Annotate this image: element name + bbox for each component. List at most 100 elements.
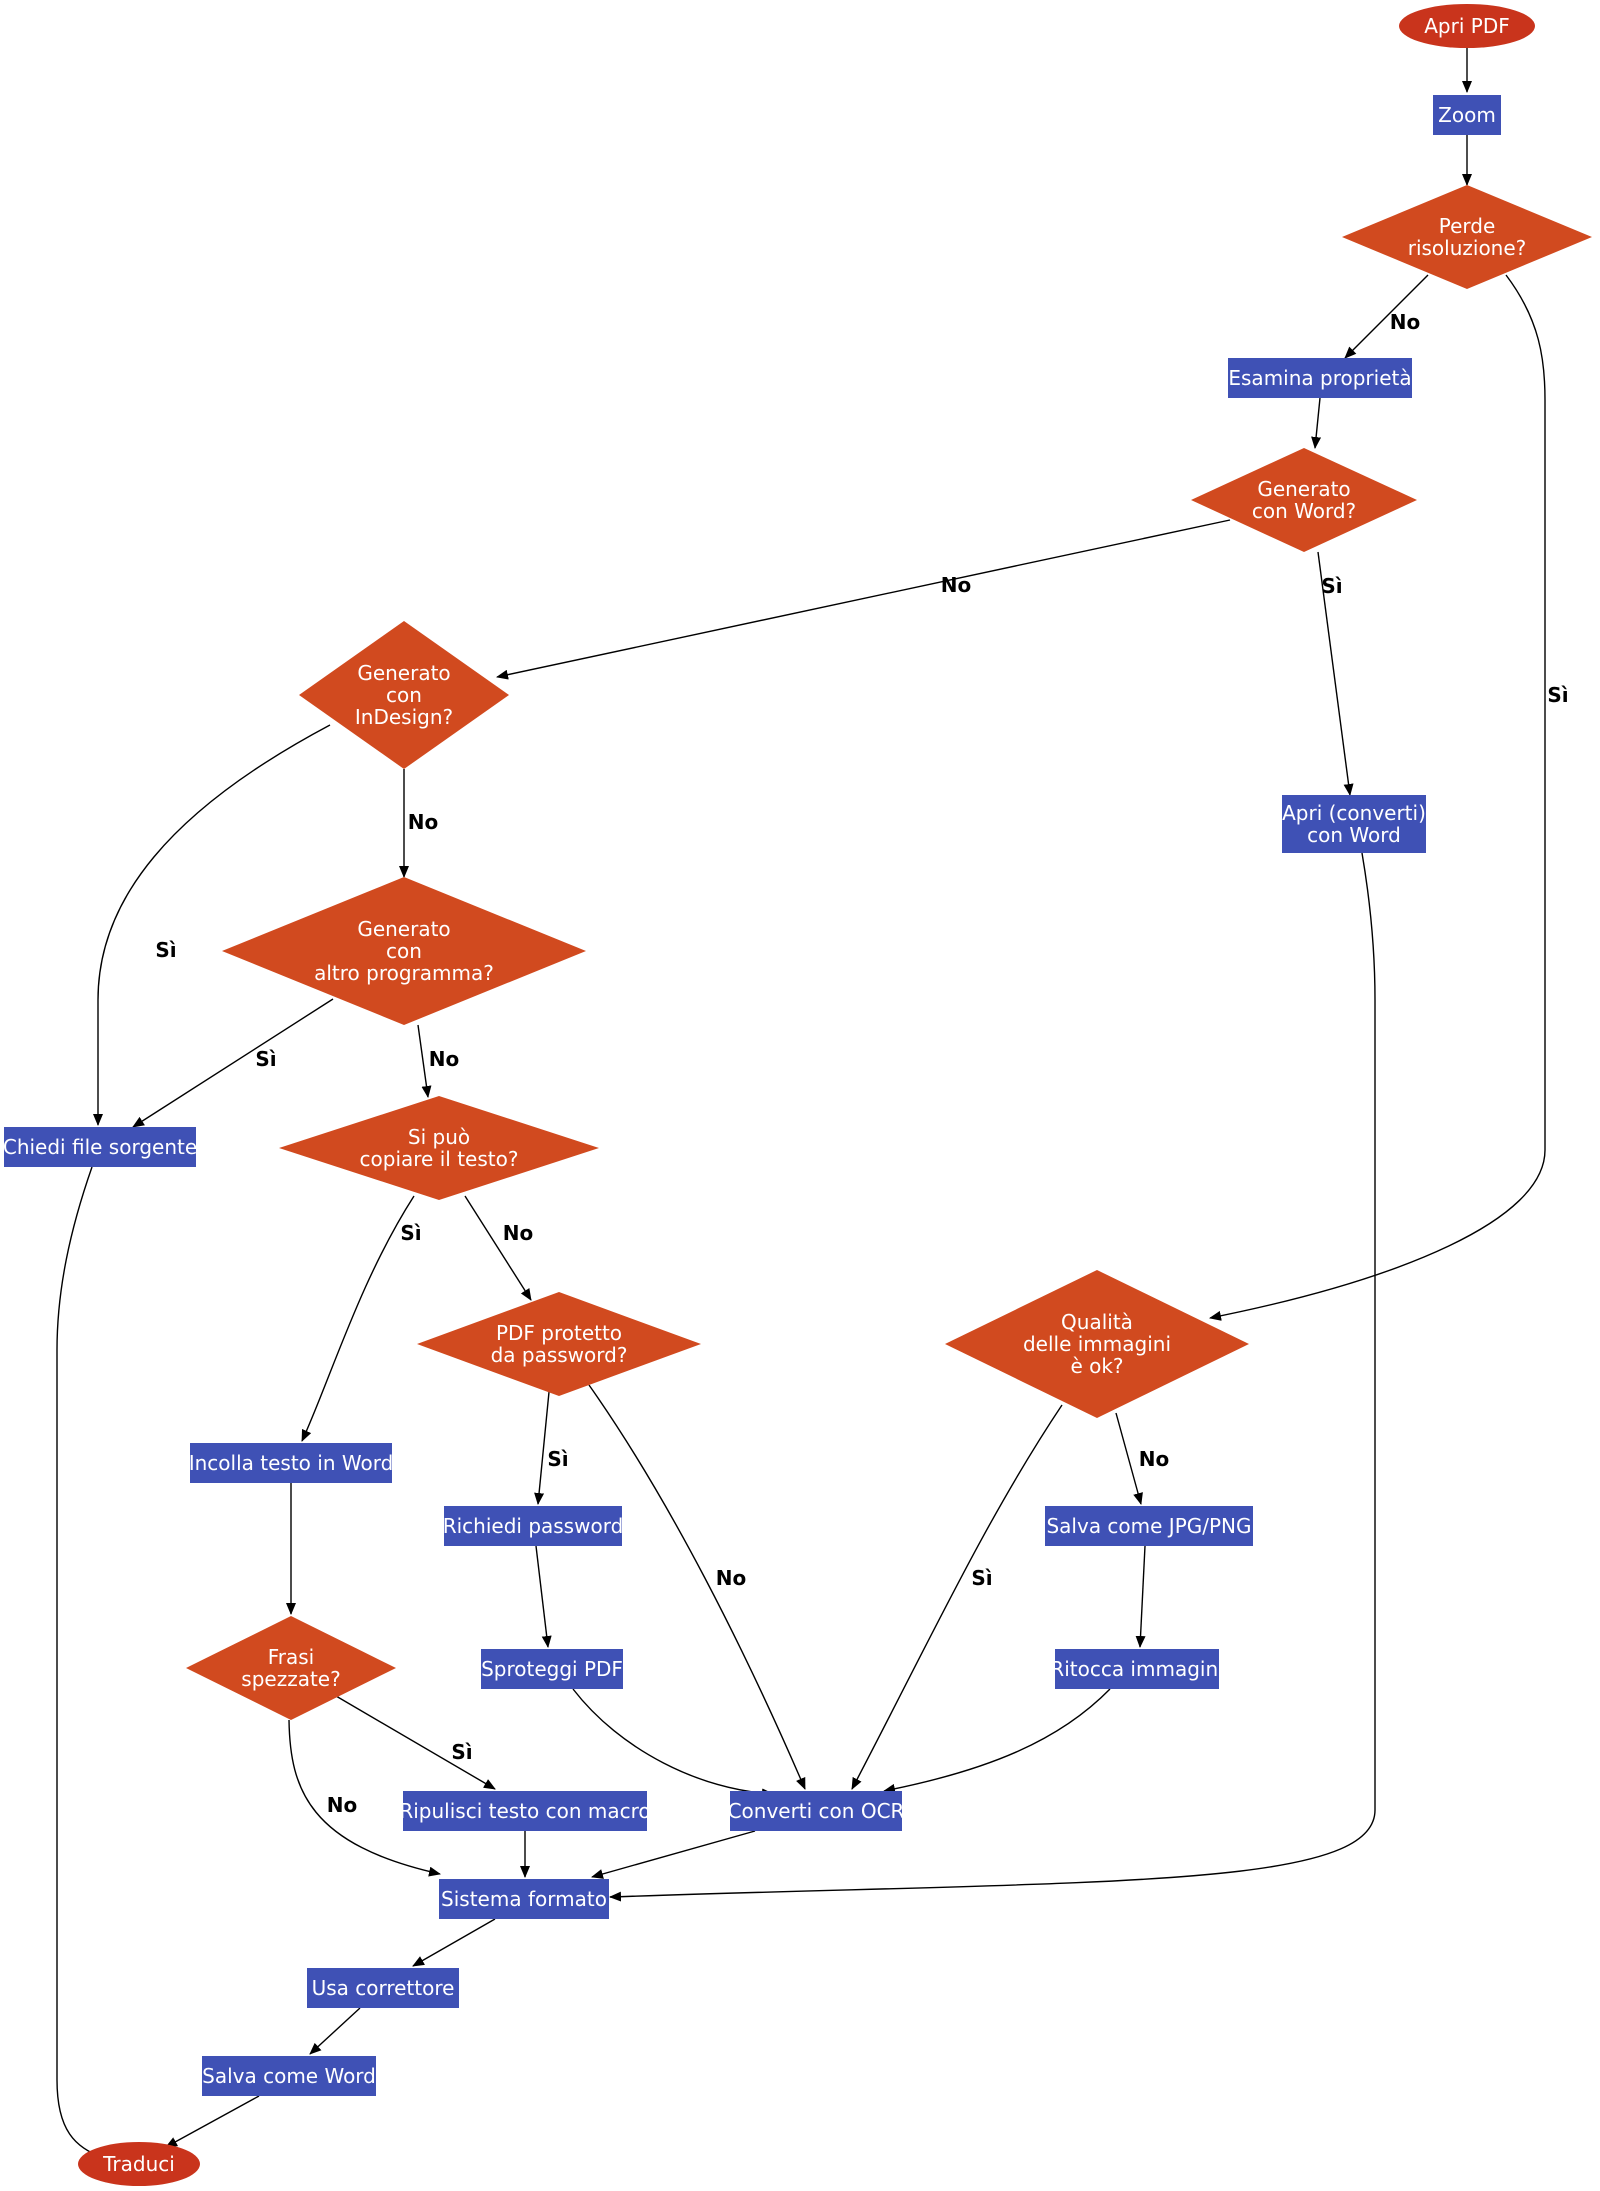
edge-label-generato-word-to-apri-con-word: Sì xyxy=(1321,574,1342,598)
node-incolla-testo-shape xyxy=(190,1443,392,1483)
edge-label-si-puo-copiare-to-pdf-protetto: No xyxy=(503,1221,533,1245)
node-converti-ocr: Converti con OCR xyxy=(728,1791,905,1831)
node-esamina-proprieta-label: Esamina proprietà xyxy=(1228,366,1411,390)
node-salva-jpg-png-label: Salva come JPG/PNG xyxy=(1046,1514,1251,1538)
node-si-puo-copiare-label: copiare il testo? xyxy=(360,1147,519,1171)
node-chiedi-file-sorgente: Chiedi file sorgente xyxy=(3,1127,197,1167)
node-qualita-immagini-label: è ok? xyxy=(1070,1354,1123,1378)
node-ripulisci-testo-shape xyxy=(403,1791,647,1831)
edge-perde-risoluzione-to-esamina-proprieta xyxy=(1344,274,1429,359)
edges xyxy=(56,48,1546,2160)
node-generato-indesign-shape xyxy=(299,621,509,769)
node-generato-altro-label: con xyxy=(386,939,422,963)
node-chiedi-file-sorgente-label: Chiedi file sorgente xyxy=(3,1135,197,1159)
edge-label-generato-indesign-to-generato-altro: No xyxy=(408,810,438,834)
edge-salva-jpg-png-to-ritocca-immagini xyxy=(1135,1545,1146,1648)
node-incolla-testo-label: Incolla testo in Word xyxy=(189,1451,394,1475)
node-salva-jpg-png: Salva come JPG/PNG xyxy=(1045,1506,1253,1546)
edge-si-puo-copiare-to-incolla-testo xyxy=(301,1195,415,1442)
node-generato-altro-label: altro programma? xyxy=(314,961,494,985)
node-sistema-formato-label: Sistema formato xyxy=(441,1887,607,1911)
node-traduci-shape xyxy=(78,2142,200,2186)
edge-label-perde-risoluzione-to-esamina-proprieta: No xyxy=(1390,310,1420,334)
node-ritocca-immagini-shape xyxy=(1055,1649,1219,1689)
node-sproteggi-pdf-shape xyxy=(481,1649,623,1689)
edge-ritocca-immagini-to-converti-ocr xyxy=(883,1688,1111,1794)
node-pdf-protetto-label: PDF protetto xyxy=(496,1321,622,1345)
node-pdf-protetto-shape xyxy=(417,1292,701,1396)
node-generato-word-shape xyxy=(1191,448,1417,552)
node-salva-word-shape xyxy=(202,2056,376,2096)
node-generato-altro-shape xyxy=(222,877,586,1025)
node-esamina-proprieta: Esamina proprietà xyxy=(1228,358,1412,398)
node-qualita-immagini-label: Qualità xyxy=(1061,1310,1133,1334)
edge-esamina-proprieta-to-generato-word xyxy=(1311,397,1322,449)
edge-label-generato-word-to-generato-indesign: No xyxy=(941,573,971,597)
node-generato-word-label: con Word? xyxy=(1252,499,1356,523)
node-qualita-immagini-label: delle immagini xyxy=(1023,1332,1171,1356)
node-ripulisci-testo-label: Ripulisci testo con macro xyxy=(399,1799,650,1823)
edge-perde-risoluzione-to-qualita-immagini xyxy=(1209,274,1546,1321)
node-apri-con-word-shape xyxy=(1282,795,1426,853)
edge-label-frasi-spezzate-to-sistema-formato: No xyxy=(327,1793,357,1817)
node-perde-risoluzione-label: risoluzione? xyxy=(1408,236,1527,260)
node-salva-jpg-png-shape xyxy=(1045,1506,1253,1546)
edge-generato-indesign-to-chiedi-file-sorgente xyxy=(93,724,331,1126)
node-converti-ocr-shape xyxy=(730,1791,902,1831)
node-incolla-testo: Incolla testo in Word xyxy=(189,1443,394,1483)
edge-label-generato-indesign-to-chiedi-file-sorgente: Sì xyxy=(155,938,176,962)
node-apri-pdf-shape xyxy=(1399,4,1535,48)
edge-label-pdf-protetto-to-converti-ocr: No xyxy=(716,1566,746,1590)
node-apri-con-word-label: Apri (converti) xyxy=(1282,801,1426,825)
edge-label-generato-altro-to-si-puo-copiare: No xyxy=(429,1047,459,1071)
node-apri-pdf-label: Apri PDF xyxy=(1424,14,1509,38)
edge-salva-word-to-traduci xyxy=(165,2095,260,2148)
node-generato-indesign-label: con xyxy=(386,683,422,707)
node-zoom-shape xyxy=(1433,95,1501,135)
node-si-puo-copiare-shape xyxy=(279,1096,599,1200)
edge-chiedi-file-sorgente-to-traduci xyxy=(56,1166,105,2160)
edge-usa-correttore-to-salva-word xyxy=(309,2007,361,2055)
node-perde-risoluzione-shape xyxy=(1342,185,1592,289)
node-esamina-proprieta-shape xyxy=(1228,358,1412,398)
edge-generato-word-to-apri-con-word xyxy=(1317,551,1354,796)
node-ritocca-immagini-label: Ritocca immagini xyxy=(1050,1657,1223,1681)
node-generato-word-label: Generato xyxy=(1257,477,1350,501)
node-richiedi-password-label: Richiedi password xyxy=(443,1514,624,1538)
node-traduci-label: Traduci xyxy=(102,2152,175,2176)
edge-label-qualita-immagini-to-converti-ocr: Sì xyxy=(971,1566,992,1590)
edge-label-perde-risoluzione-to-qualita-immagini: Sì xyxy=(1547,683,1568,707)
edge-qualita-immagini-to-salva-jpg-png xyxy=(1115,1412,1143,1505)
node-converti-ocr-label: Converti con OCR xyxy=(728,1799,905,1823)
edge-label-frasi-spezzate-to-ripulisci-testo: Sì xyxy=(451,1740,472,1764)
node-frasi-spezzate-shape xyxy=(186,1616,396,1720)
node-si-puo-copiare-label: Si può xyxy=(408,1125,470,1149)
node-sistema-formato-shape xyxy=(439,1879,609,1919)
edge-label-si-puo-copiare-to-incolla-testo: Sì xyxy=(400,1221,421,1245)
node-richiedi-password: Richiedi password xyxy=(443,1506,624,1546)
node-usa-correttore: Usa correttore xyxy=(307,1968,459,2008)
node-usa-correttore-label: Usa correttore xyxy=(312,1976,455,2000)
edge-converti-ocr-to-sistema-formato xyxy=(591,1830,756,1879)
node-usa-correttore-shape xyxy=(307,1968,459,2008)
edge-label-pdf-protetto-to-richiedi-password: Sì xyxy=(547,1447,568,1471)
edge-si-puo-copiare-to-pdf-protetto xyxy=(464,1195,532,1301)
edge-generato-altro-to-chiedi-file-sorgente xyxy=(132,998,334,1128)
node-apri-pdf: Apri PDF xyxy=(1399,4,1535,48)
node-zoom: Zoom xyxy=(1433,95,1501,135)
node-chiedi-file-sorgente-shape xyxy=(4,1127,196,1167)
edge-frasi-spezzate-to-sistema-formato xyxy=(288,1719,441,1877)
edge-generato-word-to-generato-indesign xyxy=(496,519,1231,680)
edge-qualita-immagini-to-converti-ocr xyxy=(851,1404,1063,1790)
node-zoom-label: Zoom xyxy=(1438,103,1496,127)
edge-label-generato-altro-to-chiedi-file-sorgente: Sì xyxy=(255,1047,276,1071)
edge-generato-altro-to-si-puo-copiare xyxy=(417,1024,432,1098)
